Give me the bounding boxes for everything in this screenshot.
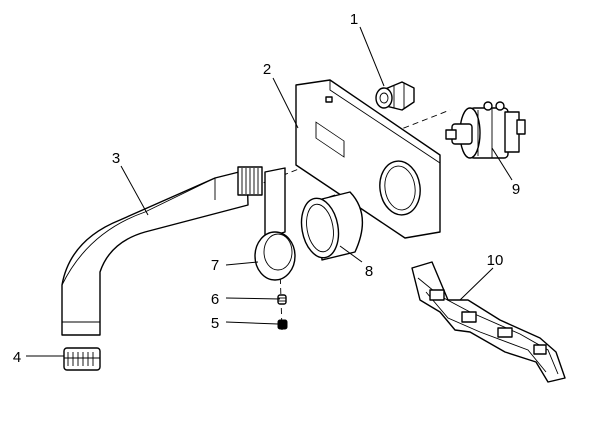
callout-label-6: 6 xyxy=(211,291,219,308)
callout-label-3: 3 xyxy=(112,150,120,167)
callout-label-9: 9 xyxy=(512,181,520,198)
callout-label-2: 2 xyxy=(263,61,271,78)
wall-plate xyxy=(295,79,441,239)
mounting-bracket xyxy=(411,261,566,383)
sleeve xyxy=(300,191,364,261)
callout-label-8: 8 xyxy=(365,263,373,280)
cap xyxy=(277,319,288,330)
callout-label-10: 10 xyxy=(487,252,504,269)
callout-label-1: 1 xyxy=(350,11,358,28)
cartridge xyxy=(445,101,526,159)
callout-label-7: 7 xyxy=(211,257,219,274)
spout xyxy=(61,166,263,336)
callout-label-4: 4 xyxy=(13,349,21,366)
lever-handle xyxy=(254,167,296,281)
callout-label-5: 5 xyxy=(211,315,219,332)
leader-lines xyxy=(26,26,513,357)
aerator xyxy=(63,347,101,371)
set-screw xyxy=(277,294,287,305)
threaded-adapter xyxy=(375,81,415,111)
